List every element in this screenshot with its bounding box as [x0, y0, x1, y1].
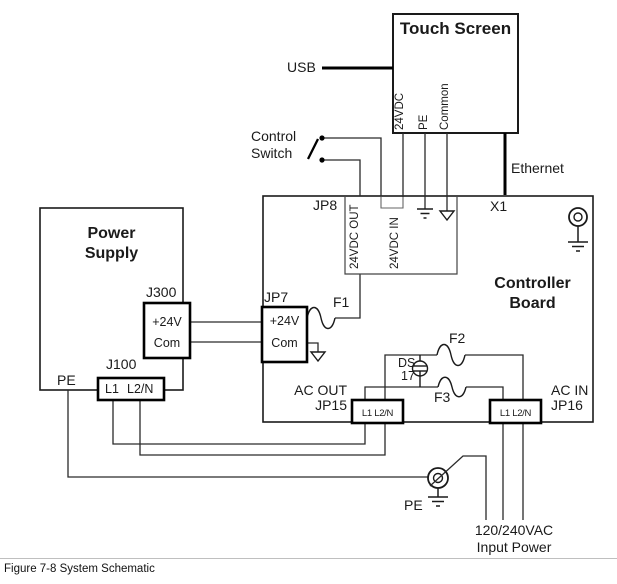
jp7-pin-24v-label: +24V — [269, 314, 300, 328]
j300-pin-24v-label: +24V — [152, 315, 182, 329]
input-power-label-line2: Input Power — [476, 539, 552, 555]
ethernet-label: Ethernet — [511, 160, 564, 176]
power-supply-title-line2: Supply — [84, 245, 139, 262]
wires — [67, 133, 524, 520]
power-supply-title-line1: Power — [87, 225, 136, 242]
switch-bottom-wire — [322, 159, 361, 196]
jp8-24vdc-out-label: 24VDC OUT — [349, 204, 361, 269]
input-pe-wire — [429, 455, 487, 520]
ts-pin-common-label: Common — [439, 83, 451, 130]
power-supply-pe-label: PE — [57, 372, 76, 388]
jp15-label: JP15 — [315, 397, 347, 413]
chassis-ground-ts-common-icon — [438, 210, 456, 222]
fuse-f2-icon — [436, 343, 466, 367]
j100-connector — [96, 376, 166, 402]
f1-label: F1 — [333, 294, 350, 310]
touch-screen-title: Touch Screen — [399, 19, 512, 38]
jp16-terminals-label: L1 L2/N — [499, 408, 532, 419]
fuse-f1-icon — [306, 306, 336, 330]
j300-pin-com-label: Com — [153, 336, 181, 350]
jp15-terminals-label: L1 L2/N — [361, 408, 394, 419]
power-supply-outline — [39, 207, 184, 391]
earth-ground-ts-pe-icon — [417, 208, 433, 219]
j100-pin-l2n-label: L2/N — [127, 382, 154, 396]
j300-label: J300 — [146, 284, 177, 300]
input-pe-stud-icon — [427, 467, 449, 507]
jp15-l1-up-wire — [364, 386, 438, 400]
touch-screen-outline — [392, 13, 519, 134]
jp16-label: JP16 — [551, 397, 583, 413]
ds-label: DS — [398, 356, 416, 370]
jp7-com-ground-wire — [307, 342, 319, 352]
f2-label: F2 — [449, 330, 466, 346]
f3-label: F3 — [434, 389, 451, 405]
chassis-ground-jp7-com-icon — [309, 351, 327, 363]
x1-label: X1 — [490, 198, 508, 214]
ac-out-label: AC OUT — [294, 382, 347, 398]
controller-board-title-line1: Controller — [494, 275, 571, 292]
l1-wire — [112, 400, 366, 445]
switch-top-wire — [322, 137, 382, 196]
ps-pe-wire — [67, 390, 428, 478]
usb-label: USB — [287, 59, 316, 75]
jp15-connector — [350, 398, 405, 425]
l2n-wire — [139, 400, 386, 456]
control-switch-icon — [306, 135, 325, 163]
ac-in-label: AC IN — [551, 382, 589, 398]
jp8-24vdc-in-label: 24VDC IN — [389, 217, 401, 269]
j300-connector — [142, 301, 192, 360]
ts-pin-24vdc-label: 24VDC — [394, 92, 406, 130]
jp8-notch — [380, 197, 404, 209]
jp7-pin-com-label: Com — [271, 336, 298, 350]
control-switch-label-line2: Switch — [251, 145, 293, 161]
ds-number-label: 17 — [401, 369, 415, 383]
figure-caption: Figure 7-8 System Schematic — [4, 563, 155, 575]
control-switch-label-line1: Control — [251, 128, 297, 144]
f2-to-jp16-wire — [465, 354, 524, 400]
j100-pin-l1-label: L1 — [105, 382, 119, 396]
jp8-out-to-f1-wire — [335, 274, 361, 319]
controller-board-title-line2: Board — [509, 295, 556, 312]
jp8-block — [344, 197, 458, 275]
jp16-connector — [488, 398, 543, 425]
ts-pin-pe-label: PE — [418, 114, 430, 130]
f3-to-jp16-wire — [466, 386, 504, 400]
jp8-label: JP8 — [313, 197, 338, 213]
caption-divider — [0, 558, 617, 559]
input-power-label-line1: 120/240VAC — [474, 522, 554, 538]
fuse-f3-icon — [437, 376, 467, 398]
input-pe-label: PE — [404, 497, 423, 513]
jp7-connector — [260, 305, 309, 364]
neon-lamp-ds17-icon — [411, 355, 429, 387]
board-pe-stud-icon — [568, 207, 588, 252]
jp7-label: JP7 — [264, 289, 289, 305]
j100-label: J100 — [106, 356, 137, 372]
